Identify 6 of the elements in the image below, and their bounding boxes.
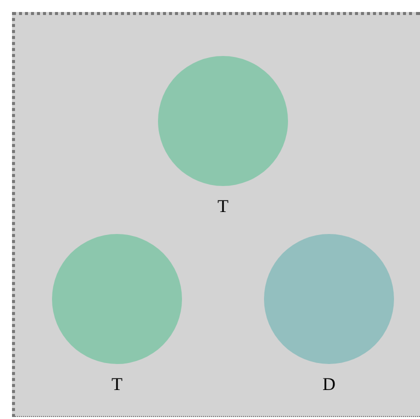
circle xyxy=(158,56,288,186)
circle-label: T xyxy=(218,197,228,215)
circle xyxy=(52,234,182,364)
circle-label: D xyxy=(322,375,336,393)
circle xyxy=(264,234,394,364)
circle-label: T xyxy=(112,375,122,393)
